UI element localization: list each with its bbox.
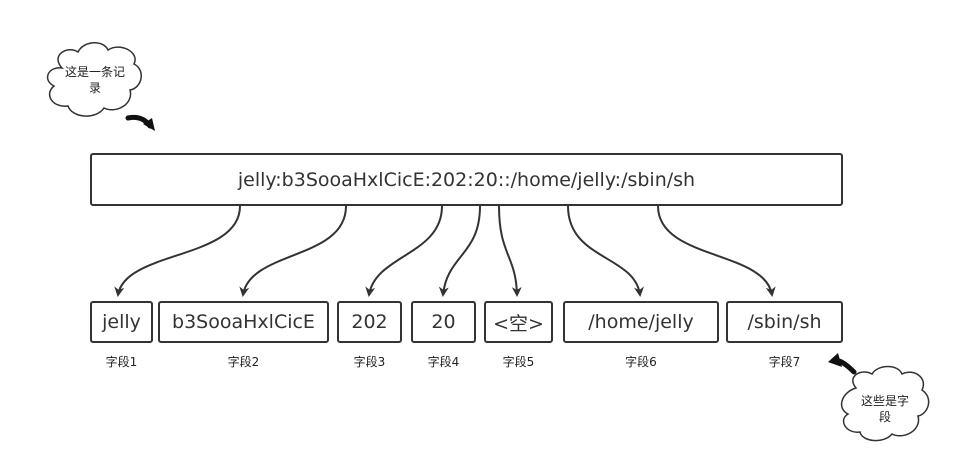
field-box-3: 202 — [337, 301, 402, 343]
record-note-callout: 这是一条记 录 — [52, 64, 138, 96]
field-note-line2: 段 — [878, 410, 891, 424]
field-value-1: jelly — [102, 311, 141, 333]
connector-field7 — [657, 205, 776, 297]
field-value-3: 202 — [351, 311, 388, 333]
field-value-5: <空> — [493, 312, 544, 335]
record-note-line1: 这是一条记 — [64, 65, 125, 79]
curved-arrow-head-record-note — [143, 118, 155, 131]
curved-arrow-head-field-note — [828, 353, 842, 367]
field-label-1: 字段1 — [105, 355, 138, 369]
field-value-2: b3SooaHxlCicE — [172, 311, 315, 333]
connector-field3 — [365, 205, 443, 297]
field-box-6: /home/jelly — [563, 301, 719, 343]
connector-field2 — [239, 205, 347, 297]
field-label-3: 字段3 — [353, 355, 386, 369]
field-note-line1: 这些是字 — [860, 394, 909, 408]
record-box: jelly:b3SooaHxlCicE:202:20::/home/jelly:… — [90, 153, 843, 206]
record-text: jelly:b3SooaHxlCicE:202:20::/home/jelly:… — [237, 168, 696, 191]
field-box-2: b3SooaHxlCicE — [158, 301, 329, 343]
cloud-shape-record-note — [46, 42, 142, 117]
connector-field4 — [438, 205, 481, 297]
connector-field5 — [498, 205, 522, 297]
field-value-7: /sbin/sh — [747, 311, 822, 333]
field-label-5: 字段5 — [502, 355, 535, 369]
field-box-7: /sbin/sh — [726, 301, 843, 343]
field-label-2: 字段2 — [227, 355, 260, 369]
field-value-6: /home/jelly — [588, 311, 694, 333]
record-note-line2: 录 — [88, 81, 101, 95]
field-box-5: <空> — [484, 301, 553, 343]
field-label-6: 字段6 — [625, 355, 657, 369]
field-box-1: jelly — [90, 301, 153, 343]
connector-field1 — [114, 205, 241, 297]
field-label-7: 字段7 — [768, 355, 801, 369]
field-box-4: 20 — [411, 301, 476, 343]
field-label-4: 字段4 — [427, 355, 460, 369]
field-value-4: 20 — [431, 311, 456, 333]
connector-field6 — [567, 205, 644, 297]
field-note-callout: 这些是字 段 — [846, 393, 924, 425]
cloud-shape-field-note — [840, 365, 930, 442]
